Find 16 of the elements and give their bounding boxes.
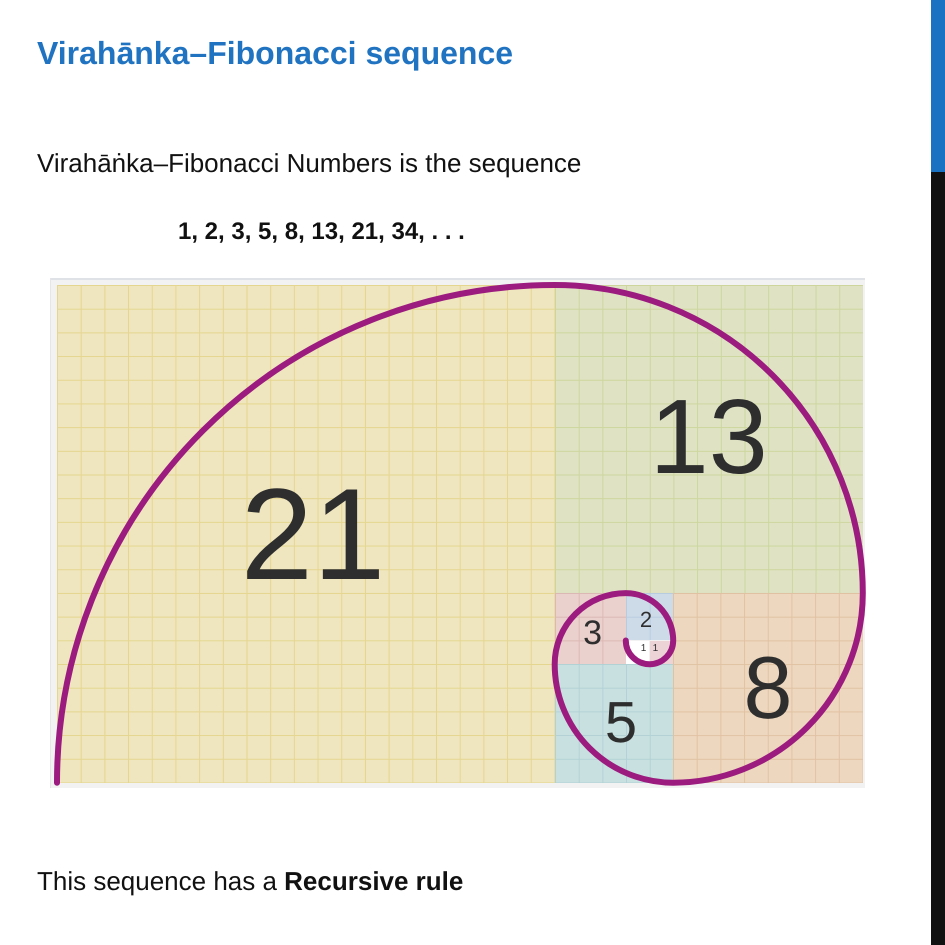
grid-square xyxy=(673,593,863,783)
square-number: 1 xyxy=(640,644,646,654)
intro-text: Virahāṅka–Fibonacci Numbers is the sequence xyxy=(37,148,582,180)
square-number: 1 xyxy=(652,644,658,654)
grid-square xyxy=(554,664,674,783)
grid-square xyxy=(57,285,555,783)
square-number: 3 xyxy=(583,616,602,650)
footer-note: This sequence has a Recursive rule xyxy=(37,866,464,898)
page-title: Virahānka–Fibonacci sequence xyxy=(37,34,514,72)
square-number: 2 xyxy=(640,609,652,632)
square-number: 8 xyxy=(744,644,792,732)
grid-square xyxy=(554,285,863,594)
square-number: 21 xyxy=(240,468,386,599)
square-number: 5 xyxy=(604,694,638,752)
sequence-text: 1, 2, 3, 5, 8, 13, 21, 34, . . . xyxy=(178,218,465,247)
square-number: 13 xyxy=(650,384,768,490)
